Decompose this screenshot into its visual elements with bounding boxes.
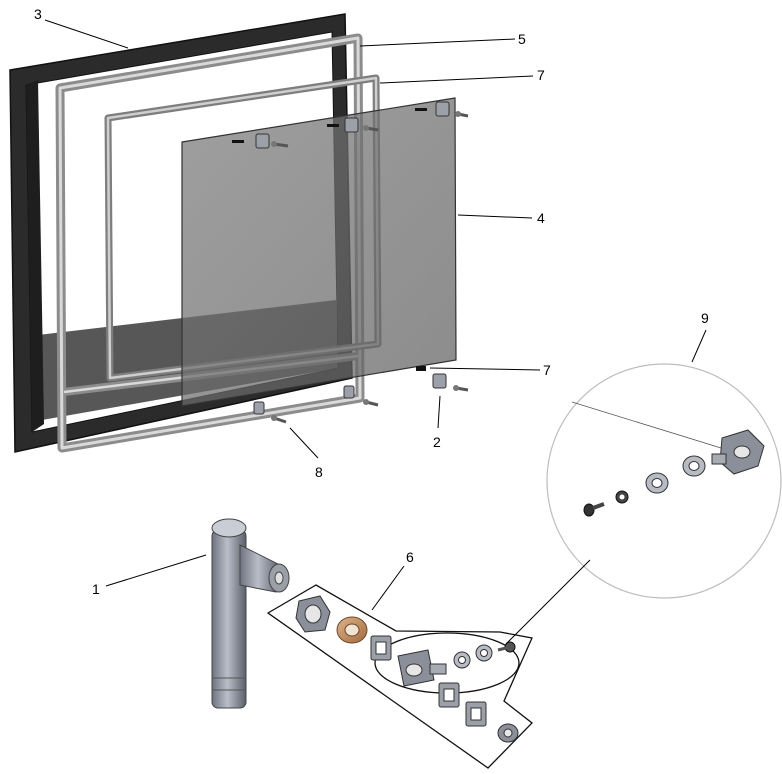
- screw-icon: [271, 415, 287, 424]
- screw-icon: [363, 125, 379, 132]
- glass-clips-bottom: [253, 366, 469, 424]
- screw-icon: [363, 399, 379, 407]
- spacer-plate-icon: [438, 682, 460, 708]
- screw-icon: [455, 111, 469, 118]
- screw-icon: [453, 385, 469, 392]
- callout-7-bottom: 7: [543, 362, 551, 378]
- detail-zoom-circle: [546, 363, 782, 599]
- bolt-icon: [497, 641, 516, 653]
- spacer-plate-icon: [370, 635, 392, 661]
- callout-9: 9: [701, 310, 709, 326]
- callout-2: 2: [433, 434, 441, 450]
- callout-7-top: 7: [537, 67, 545, 83]
- callout-labels: 3 5 7 4 7 2 8 9 6 1: [34, 6, 709, 597]
- callout-3: 3: [34, 6, 42, 22]
- callout-4: 4: [537, 210, 545, 226]
- copper-bushing-icon: [336, 616, 368, 644]
- callout-5: 5: [518, 31, 526, 47]
- hinge-kit-parts: [295, 595, 519, 743]
- leader-lines: [44, 19, 707, 645]
- callout-8: 8: [315, 464, 323, 480]
- bushing-icon: [682, 455, 706, 477]
- glass-pane-4: [181, 97, 457, 407]
- bushing-icon: [475, 644, 493, 662]
- glass-clips-top: [255, 101, 469, 149]
- washer-icon: [615, 490, 629, 504]
- hinge-eye-icon: [711, 429, 765, 475]
- callout-1: 1: [92, 581, 100, 597]
- bushing-icon: [645, 472, 669, 494]
- nut-icon: [497, 723, 519, 743]
- hinge-eye-icon: [397, 649, 447, 687]
- screw-icon: [271, 141, 289, 148]
- bolt-icon: [583, 502, 605, 517]
- bushing-icon: [453, 651, 471, 669]
- callout-6: 6: [406, 549, 414, 565]
- spacer-plate-icon: [465, 701, 487, 727]
- mounting-bracket-icon: [295, 595, 331, 633]
- hinge-pipe-1: [211, 518, 290, 709]
